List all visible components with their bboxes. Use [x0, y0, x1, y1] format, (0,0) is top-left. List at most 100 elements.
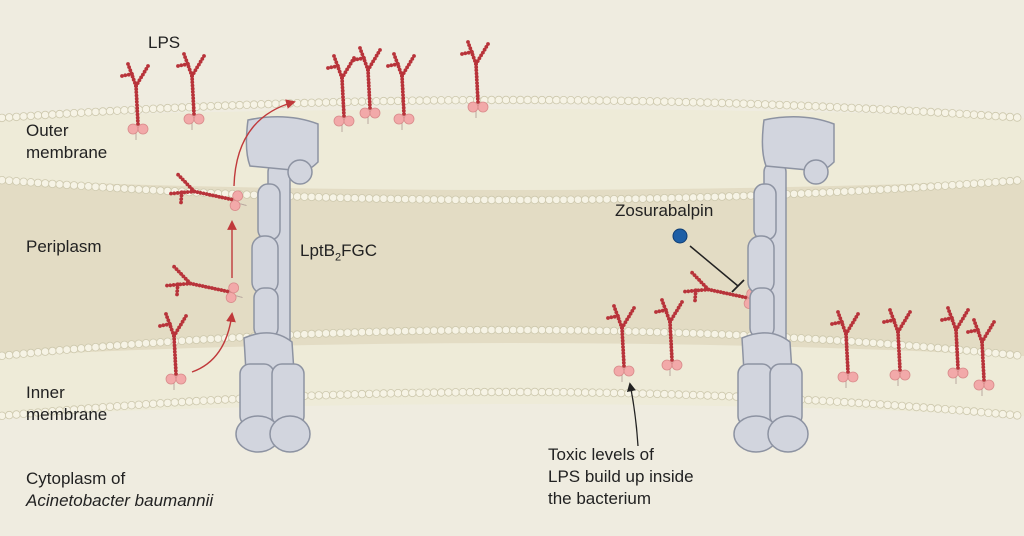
lps-sugar-bead	[400, 83, 405, 88]
lps-sugar-bead	[180, 177, 185, 182]
lipid-head	[365, 389, 374, 399]
lps-sugar-bead	[203, 284, 208, 289]
lps-sugar-bead	[172, 334, 176, 338]
lps-sugar-bead	[955, 325, 960, 329]
lipid-head	[523, 95, 532, 105]
lipid-head	[782, 100, 791, 110]
lipid-head	[177, 103, 187, 112]
lipid-head	[487, 387, 496, 397]
lps-sugar-bead	[621, 354, 626, 359]
lps-sugar-bead	[706, 287, 711, 292]
outer-membrane-label: Outer membrane	[26, 120, 107, 164]
lps-sugar-bead	[400, 77, 405, 82]
lipid-head	[357, 97, 367, 106]
lptb2fgc-transporter-right	[733, 116, 835, 453]
lipid-head	[890, 401, 899, 410]
lipid-head	[156, 338, 165, 347]
lipid-head	[653, 97, 662, 106]
lps-sugar-bead	[481, 50, 485, 55]
lipid-head	[861, 399, 871, 408]
lipid-head	[26, 348, 35, 358]
lps-sugar-bead	[134, 93, 139, 98]
lps-sugar-bead	[946, 306, 950, 310]
lps-sugar-bead	[175, 328, 180, 333]
lps-molecule	[176, 52, 206, 130]
lps-sugar-bead	[341, 101, 346, 106]
lps-sugar-bead	[204, 192, 209, 197]
lipid-head	[516, 387, 525, 397]
lps-lipid-head	[393, 113, 405, 125]
lipid-head	[33, 348, 43, 357]
lps-sugar-bead	[669, 339, 673, 343]
lps-sugar-bead	[173, 365, 178, 370]
lps-sugar-bead	[172, 191, 177, 196]
lps-sugar-bead	[992, 320, 996, 324]
lipid-head	[19, 349, 28, 358]
lps-sugar-bead	[184, 58, 189, 63]
lps-sugar-bead	[668, 335, 673, 340]
lps-sugar-bead	[397, 67, 402, 72]
lps-sugar-bead	[718, 290, 723, 295]
lps-sugar-bead	[172, 340, 177, 345]
lipid-head	[602, 195, 611, 204]
lps-sugar-bead	[482, 47, 487, 52]
lps-sugar-bead	[665, 313, 670, 318]
lipid-head	[91, 343, 100, 352]
lps-sugar-bead	[176, 269, 181, 274]
lps-sugar-bead	[192, 112, 196, 116]
lps-sugar-bead	[401, 108, 406, 113]
lipid-head	[501, 95, 511, 105]
organism-name: Acinetobacter baumannii	[26, 491, 214, 510]
lps-sugar-bead	[954, 337, 959, 342]
lps-sugar-bead	[856, 312, 860, 316]
lps-sugar-bead	[897, 327, 902, 331]
lps-sugar-bead	[669, 351, 674, 356]
lps-sugar-bead	[694, 275, 699, 280]
lps-sugar-bead	[734, 293, 739, 298]
lps-sugar-bead	[229, 197, 234, 202]
lipid-head	[789, 101, 799, 110]
lps-sugar-bead	[135, 115, 140, 120]
lipid-head	[242, 100, 251, 109]
lipid-head	[717, 192, 727, 201]
lps-sugar-bead	[731, 292, 736, 297]
lipid-head	[458, 195, 467, 204]
lps-sugar-bead	[955, 350, 960, 355]
lipid-head	[357, 194, 367, 203]
lipid-head	[609, 96, 619, 105]
lipid-head	[861, 104, 871, 113]
lps-sugar-bead	[367, 90, 372, 95]
lps-sugar-bead	[699, 288, 704, 293]
lps-sugar-bead	[987, 328, 991, 333]
lps-sugar-bead	[201, 191, 206, 196]
lipid-head	[170, 398, 179, 407]
lipid-head	[112, 183, 122, 193]
lipid-head	[199, 335, 208, 344]
lps-sugar-bead	[343, 70, 348, 75]
toxic-label-line: the bacterium	[548, 489, 651, 508]
lipid-head	[897, 106, 907, 115]
lipid-head	[732, 330, 741, 340]
lps-sugar-bead	[619, 323, 623, 327]
lps-sugar-bead	[403, 68, 408, 73]
lipid-head	[473, 195, 482, 205]
lipid-head	[386, 389, 395, 398]
lipid-head	[545, 325, 554, 335]
lps-sugar-bead	[366, 83, 371, 88]
lipid-head	[112, 341, 122, 350]
lps-sugar-bead	[176, 172, 181, 177]
lps-sugar-bead	[830, 322, 834, 326]
lps-sugar-bead	[348, 61, 353, 66]
lipid-head	[933, 181, 943, 191]
lps-sugar-bead	[187, 67, 192, 72]
lps-sugar-bead	[845, 366, 850, 371]
lps-sugar-bead	[466, 40, 470, 44]
lps-sugar-bead	[621, 351, 626, 356]
lps-molecule	[352, 46, 382, 124]
lipid-head	[127, 340, 136, 349]
lps-sugar-bead	[168, 322, 172, 326]
lipid-head	[429, 388, 439, 397]
lps-sugar-bead	[186, 279, 190, 284]
lps-sugar-bead	[175, 292, 179, 297]
lipid-head	[220, 395, 230, 404]
